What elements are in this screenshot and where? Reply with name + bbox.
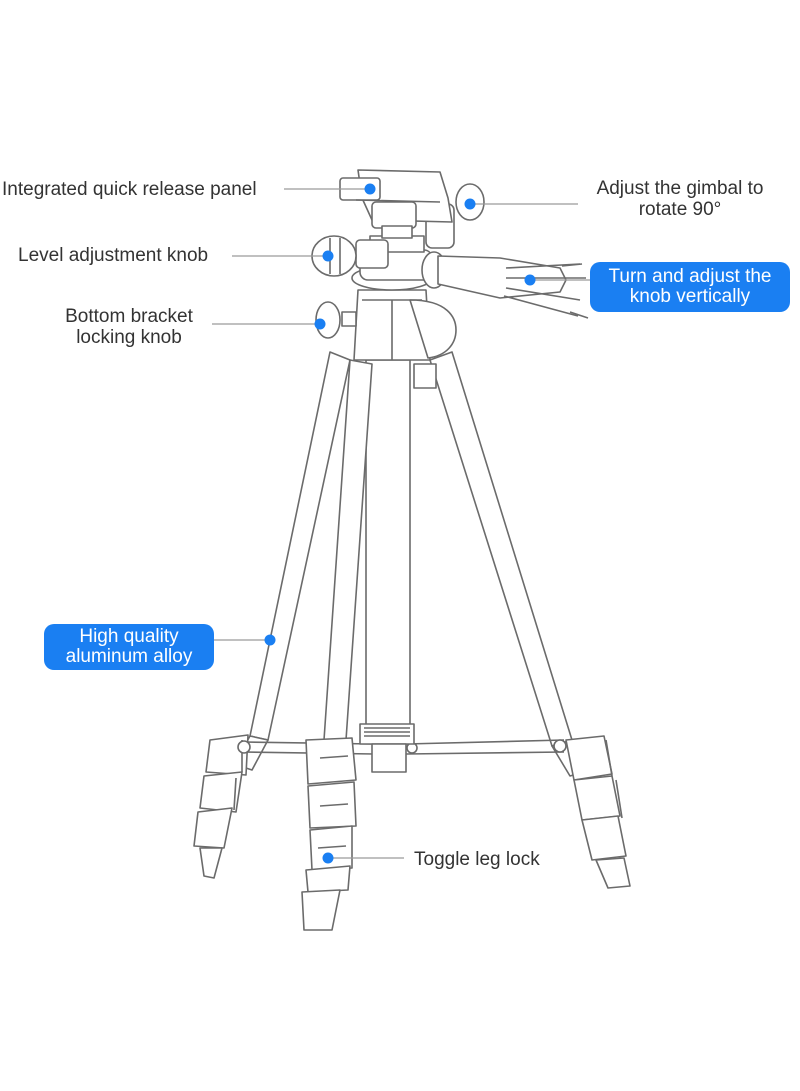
dot-toggle-lock bbox=[322, 852, 334, 864]
right-leg bbox=[429, 351, 631, 889]
label-gimbal: Adjust the gimbal to rotate 90° bbox=[596, 178, 764, 220]
label-level-knob: Level adjustment knob bbox=[18, 245, 209, 266]
leader-lines bbox=[212, 188, 590, 859]
label-bottom-bracket: Bottom bracket locking knob bbox=[65, 306, 193, 348]
callout-dots bbox=[264, 183, 536, 864]
dot-level-knob bbox=[322, 250, 334, 262]
label-turn-knob: Turn and adjust the knob vertically bbox=[590, 262, 790, 312]
label-quick-release: Integrated quick release panel bbox=[2, 179, 257, 200]
dot-turn-knob bbox=[524, 274, 536, 286]
dot-gimbal bbox=[464, 198, 476, 210]
dot-aluminum bbox=[264, 634, 276, 646]
label-toggle-lock: Toggle leg lock bbox=[414, 849, 540, 870]
label-aluminum: High quality aluminum alloy bbox=[44, 624, 214, 670]
center-column bbox=[359, 359, 415, 773]
left-leg bbox=[193, 351, 351, 879]
dot-bottom-bracket bbox=[314, 318, 326, 330]
quick-release-plate bbox=[339, 169, 485, 239]
front-leg bbox=[301, 359, 373, 931]
dot-quick-release bbox=[364, 183, 376, 195]
